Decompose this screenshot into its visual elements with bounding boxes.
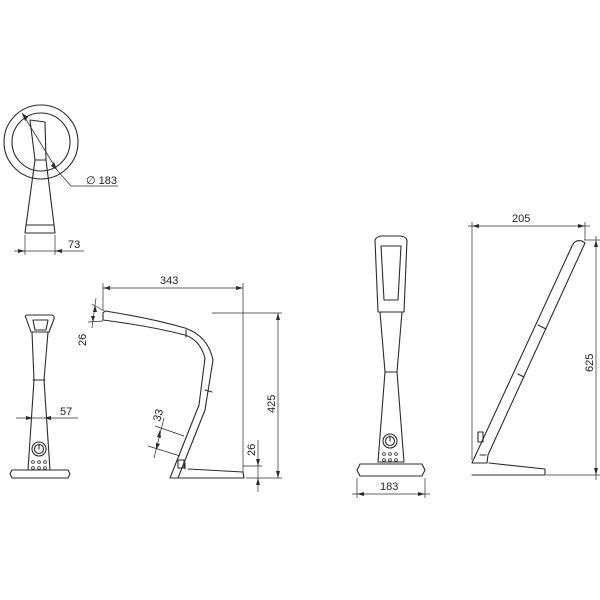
front-view-folded: 57 — [9, 314, 78, 479]
dial-outer — [31, 441, 47, 457]
side-base — [169, 468, 245, 479]
raised-side-base — [471, 462, 546, 476]
post-top — [29, 119, 47, 161]
neck-width-label: 57 — [60, 406, 72, 418]
raised-depth-label: 205 — [512, 213, 530, 225]
button-dots — [31, 460, 47, 470]
raised-height-label: 625 — [584, 354, 596, 372]
top-width-label: 73 — [68, 239, 80, 251]
raised-head — [374, 235, 408, 313]
raised-dial-outer — [382, 433, 398, 449]
stem-label: 33 — [151, 408, 166, 423]
head-thickness-label: 26 — [77, 334, 89, 346]
curved-arm — [102, 310, 214, 479]
outer-circle — [3, 104, 79, 180]
raised-base-width-label: 183 — [380, 481, 398, 493]
raised-base — [356, 463, 426, 477]
head — [24, 314, 55, 333]
diameter-label: ∅ 183 — [86, 175, 117, 187]
front-view-raised: 183 — [352, 235, 430, 498]
top-view: ∅ 183 73 — [3, 104, 118, 255]
raised-side-arm — [471, 240, 586, 464]
raised-button-dots — [382, 452, 398, 462]
reach-label: 343 — [160, 275, 178, 287]
height-label: 425 — [266, 395, 278, 413]
post-body — [24, 159, 56, 234]
side-view-folded: 343 26 425 26 33 — [77, 275, 282, 492]
side-view-raised: 205 625 — [468, 213, 600, 480]
base — [9, 469, 71, 479]
switch — [177, 459, 185, 469]
diameter-leader — [21, 112, 58, 171]
raised-switch — [477, 431, 484, 443]
inner-circle — [11, 112, 71, 172]
base-height-label: 26 — [246, 444, 258, 456]
raised-arm — [377, 311, 405, 463]
